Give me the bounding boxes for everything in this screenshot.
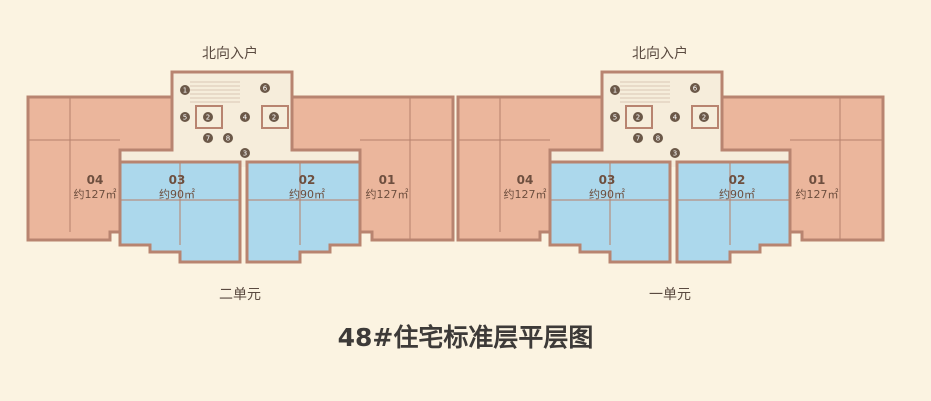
core-marker-icon — [633, 112, 643, 122]
plan-title: 48#住宅标准层平层图 — [337, 323, 594, 352]
unit-02-area — [675, 160, 792, 264]
core-marker-label: 6 — [263, 85, 268, 93]
unit-number: 02 — [299, 173, 316, 187]
unit-number: 02 — [729, 173, 746, 187]
core-marker-icon — [240, 148, 250, 158]
unit-number: 01 — [809, 173, 826, 187]
core-marker-icon — [633, 133, 643, 143]
unit-area: 约127㎡ — [366, 188, 409, 201]
core-marker-label: 5 — [183, 114, 187, 122]
core-marker-icon — [240, 112, 250, 122]
core-marker-label: 7 — [636, 135, 640, 143]
core-marker-label: 3 — [673, 150, 677, 158]
core-marker-label: 3 — [243, 150, 247, 158]
core-marker-icon — [223, 133, 233, 143]
unit-area: 约90㎡ — [589, 188, 625, 201]
entrance-label: 北向入户 — [202, 45, 258, 62]
core-marker-icon — [180, 112, 190, 122]
core-marker-icon — [653, 133, 663, 143]
core-marker-label: 2 — [636, 114, 640, 122]
unit-name-label: 一单元 — [649, 287, 691, 303]
unit-number: 04 — [87, 173, 104, 187]
core-marker-label: 1 — [613, 87, 617, 95]
core-marker-icon — [699, 112, 709, 122]
unit-area: 约127㎡ — [504, 188, 547, 201]
core-marker-icon — [670, 148, 680, 158]
core-marker-icon — [260, 83, 270, 93]
unit-area: 约90㎡ — [289, 188, 325, 201]
core-marker-label: 4 — [243, 114, 248, 122]
core-marker-icon — [610, 85, 620, 95]
unit-name-label: 二单元 — [219, 287, 261, 303]
core-marker-icon — [203, 112, 213, 122]
core-marker-icon — [269, 112, 279, 122]
core-marker-label: 2 — [206, 114, 210, 122]
core-marker-label: 8 — [656, 135, 660, 143]
core-marker-label: 7 — [206, 135, 210, 143]
core-marker-icon — [180, 85, 190, 95]
core-marker-icon — [203, 133, 213, 143]
core-marker-label: 1 — [183, 87, 187, 95]
entrance-label: 北向入户 — [632, 45, 688, 62]
unit-number: 01 — [379, 173, 396, 187]
unit-area: 约90㎡ — [159, 188, 195, 201]
unit-area: 约127㎡ — [796, 188, 839, 201]
unit-number: 03 — [599, 173, 616, 187]
core-marker-label: 6 — [693, 85, 698, 93]
unit-number: 03 — [169, 173, 186, 187]
core-marker-icon — [690, 83, 700, 93]
core-marker-label: 2 — [272, 114, 276, 122]
unit-area: 约90㎡ — [719, 188, 755, 201]
unit-01-area — [720, 95, 885, 242]
unit-area: 约127㎡ — [74, 188, 117, 201]
unit-01-area — [290, 95, 455, 242]
core-marker-label: 8 — [226, 135, 230, 143]
unit-02-area — [245, 160, 362, 264]
core-marker-label: 5 — [613, 114, 617, 122]
core-marker-label: 2 — [702, 114, 706, 122]
core-marker-label: 4 — [673, 114, 678, 122]
core-marker-icon — [610, 112, 620, 122]
unit-number: 04 — [517, 173, 534, 187]
core-marker-icon — [670, 112, 680, 122]
